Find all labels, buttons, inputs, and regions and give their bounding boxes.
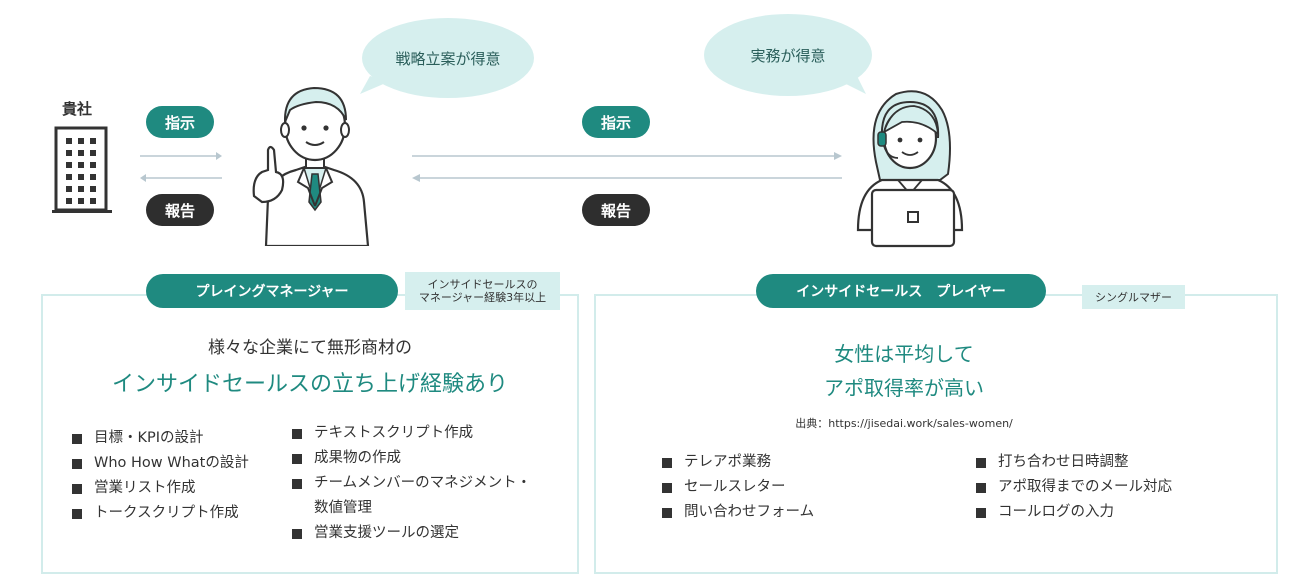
left-list-b: テキストスクリプト作成 成果物の作成 チームメンバーのマネジメント・ 数値管理 … — [292, 421, 572, 546]
left-experience-tag: インサイドセールスの マネージャー経験3年以上 — [405, 272, 560, 310]
list-item: コールログの入力 — [976, 500, 1236, 525]
bubble-tail-icon-right — [838, 74, 866, 94]
list-item: チームメンバーのマネジメント・ — [292, 471, 572, 496]
list-item: 目標・KPIの設計 — [72, 426, 286, 451]
right-list-b: 打ち合わせ日時調整 アポ取得までのメール対応 コールログの入力 — [976, 450, 1236, 525]
right-headline-line1: 女性は平均して — [834, 342, 974, 366]
arrows-left — [140, 152, 222, 182]
manager-bubble-text: 戦略立案が得意 — [395, 49, 501, 68]
right-headline-line2: アポ取得率が高い — [824, 376, 984, 400]
list-item: Who How Whatの設計 — [72, 451, 286, 476]
bubble-tail-icon — [360, 76, 388, 94]
manager-speech-bubble: 戦略立案が得意 — [362, 18, 534, 98]
left-headline: インサイドセールスの立ち上げ経験あり — [111, 372, 508, 397]
left-role-band: プレイングマネージャー — [146, 274, 398, 308]
list-item: 営業支援ツールの選定 — [292, 521, 572, 546]
list-item-continuation: 数値管理 — [314, 500, 372, 516]
list-item: 打ち合わせ日時調整 — [976, 450, 1236, 475]
list-item: トークスクリプト作成 — [72, 501, 286, 526]
list-item: 成果物の作成 — [292, 446, 572, 471]
left-list-a: 目標・KPIの設計 Who How Whatの設計 営業リスト作成 トークスクリ… — [72, 426, 286, 526]
report-pill-left: 報告 — [146, 194, 214, 226]
report-pill-middle: 報告 — [582, 194, 650, 226]
arrows-middle — [412, 152, 842, 182]
left-tag-line2: マネージャー経験3年以上 — [418, 291, 547, 304]
company-label: 貴社 — [62, 100, 93, 118]
left-tag-line1: インサイドセールスの — [427, 278, 538, 291]
right-role-band: インサイドセールス プレイヤー — [756, 274, 1046, 308]
right-list-a: テレアポ業務 セールスレター 問い合わせフォーム — [662, 450, 922, 525]
list-item: テレアポ業務 — [662, 450, 922, 475]
player-illustration — [856, 90, 964, 248]
instruction-pill-middle: 指示 — [582, 106, 650, 138]
right-panel — [594, 294, 1278, 574]
list-item: 問い合わせフォーム — [662, 500, 922, 525]
player-bubble-text: 実務が得意 — [750, 46, 826, 65]
left-subtitle: 様々な企業にて無形商材の — [208, 338, 412, 358]
instruction-pill-left: 指示 — [146, 106, 214, 138]
list-item: 営業リスト作成 — [72, 476, 286, 501]
list-item: アポ取得までのメール対応 — [976, 475, 1236, 500]
list-item: テキストスクリプト作成 — [292, 421, 572, 446]
manager-illustration — [252, 86, 370, 246]
building-icon — [52, 126, 112, 213]
list-item: セールスレター — [662, 475, 922, 500]
source-citation: 出典：https://jisedai.work/sales-women/ — [795, 417, 1013, 430]
right-single-mother-tag: シングルマザー — [1082, 285, 1185, 309]
